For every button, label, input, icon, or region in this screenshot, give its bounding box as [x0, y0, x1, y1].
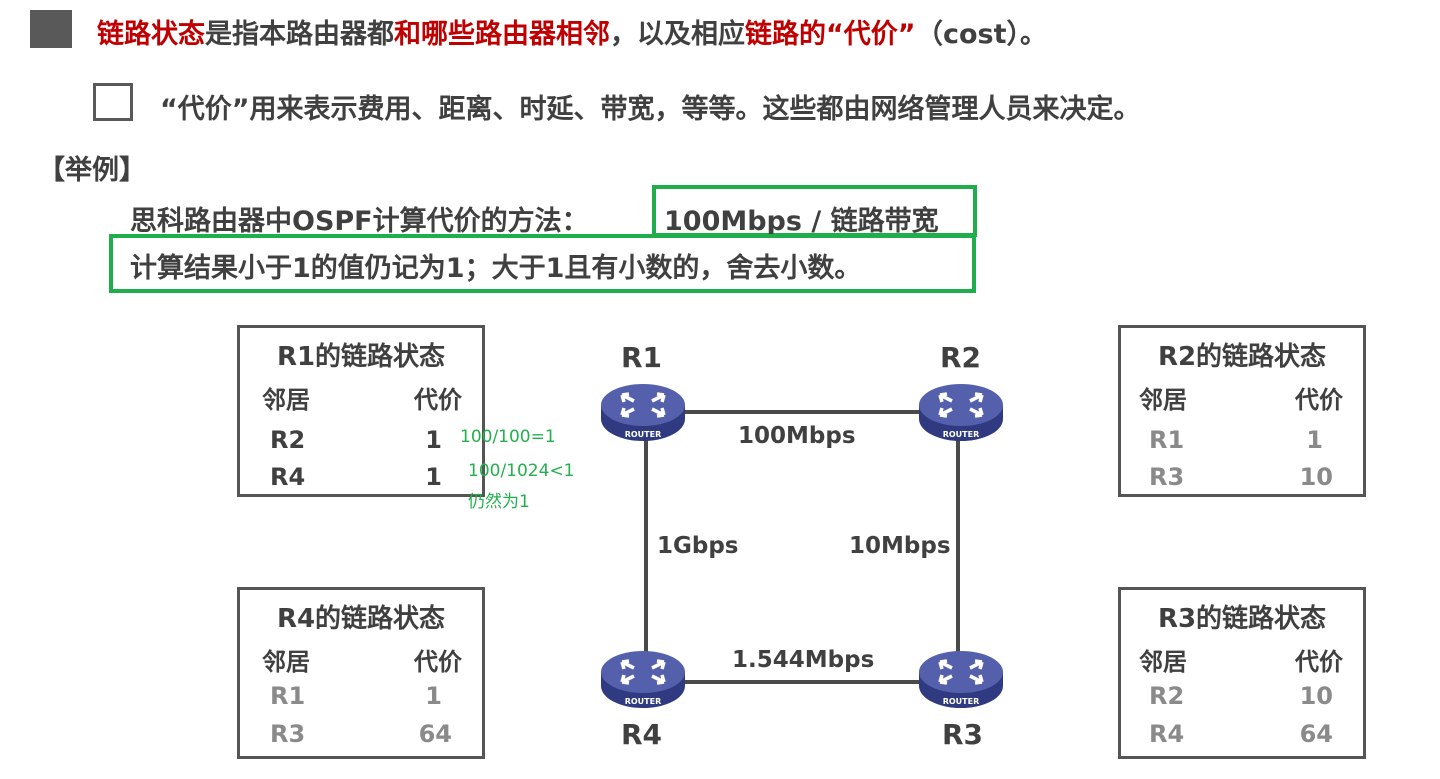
r1-link-state-table: R1的链路状态 邻居 代价 R2 1 R4 1: [237, 325, 485, 497]
rule-highlight-box: [109, 234, 976, 293]
neighbor: R4: [270, 463, 306, 491]
note-r2-cost: 100/100=1: [460, 427, 556, 447]
cost: 64: [1299, 720, 1333, 748]
text-red: 链路的“代价”: [745, 19, 916, 50]
router-icon-r4: ROUTER: [600, 650, 686, 712]
link-r1-r2: [660, 410, 950, 414]
note-r4-cost: 100/1024<1: [468, 461, 575, 481]
hollow-square-bullet-icon: [93, 83, 133, 121]
neighbor: R1: [270, 682, 306, 710]
line-link-state-definition: 链路状态是指本路由器都和哪些路由器相邻，以及相应链路的“代价” （cost）。: [97, 12, 1047, 51]
link-label-r4-r3: 1.544Mbps: [732, 647, 875, 673]
filled-square-bullet-icon: [30, 10, 72, 48]
svg-text:ROUTER: ROUTER: [943, 697, 980, 706]
router-icon-r1: ROUTER: [600, 383, 686, 445]
router-label-r3: R3: [942, 718, 984, 751]
line-cost-description: “代价”用来表示费用、距离、时延、带宽，等等。这些都由网络管理人员来决定。: [160, 94, 1141, 125]
example-label: 【举例】: [38, 155, 146, 186]
r2-link-state-table: R2的链路状态 邻居 代价 R1 1 R3 10: [1118, 325, 1366, 497]
link-r4-r3: [660, 680, 950, 684]
col-cost: 代价: [414, 386, 462, 414]
col-neighbor: 邻居: [1139, 648, 1187, 676]
cost: 1: [425, 463, 442, 491]
text: 是指本路由器都: [205, 19, 394, 50]
table-title: R3的链路状态: [1157, 604, 1327, 634]
neighbor: R1: [1149, 426, 1185, 454]
text-red: 和哪些路由器相邻: [394, 19, 610, 50]
neighbor: R3: [270, 720, 306, 748]
router-label-r1: R1: [621, 341, 663, 374]
router-label-r2: R2: [940, 341, 982, 374]
cost: 1: [425, 426, 442, 454]
cost: 1: [425, 682, 442, 710]
cost: 64: [418, 720, 452, 748]
neighbor: R2: [1149, 682, 1185, 710]
cost: 10: [1299, 463, 1333, 491]
col-cost: 代价: [1295, 386, 1343, 414]
table-title: R4的链路状态: [276, 604, 446, 634]
r3-link-state-table: R3的链路状态 邻居 代价 R2 10 R4 64: [1118, 587, 1366, 759]
svg-text:ROUTER: ROUTER: [625, 697, 662, 706]
svg-text:ROUTER: ROUTER: [943, 430, 980, 439]
link-label-r1-r4: 1Gbps: [657, 533, 739, 559]
col-cost: 代价: [1295, 648, 1343, 676]
router-icon-r3: ROUTER: [918, 650, 1004, 712]
text: ，以及相应: [610, 19, 745, 50]
col-neighbor: 邻居: [1139, 386, 1187, 414]
link-label-r2-r3: 10Mbps: [849, 533, 951, 559]
note-r4-cost-result: 仍然为1: [468, 492, 530, 512]
cost: 1: [1306, 426, 1323, 454]
table-title: R2的链路状态: [1157, 342, 1327, 372]
col-neighbor: 邻居: [262, 648, 310, 676]
method-prefix: 思科路由器中OSPF计算代价的方法：: [130, 206, 589, 237]
r4-link-state-table: R4的链路状态 邻居 代价 R1 1 R3 64: [237, 587, 485, 759]
method-rule: 计算结果小于1的值仍记为1；大于1且有小数的，舍去小数。: [130, 253, 862, 284]
link-r1-r4: [644, 420, 648, 670]
col-cost: 代价: [414, 648, 462, 676]
col-neighbor: 邻居: [262, 386, 310, 414]
link-label-r1-r2: 100Mbps: [738, 423, 856, 449]
table-title: R1的链路状态: [276, 342, 446, 372]
router-icon-r2: ROUTER: [918, 383, 1004, 445]
neighbor: R2: [270, 426, 306, 454]
neighbor: R3: [1149, 463, 1185, 491]
text-red: 链路状态: [97, 19, 205, 50]
method-formula: 100Mbps / 链路带宽: [664, 206, 939, 237]
svg-text:ROUTER: ROUTER: [625, 430, 662, 439]
neighbor: R4: [1149, 720, 1185, 748]
link-r2-r3: [956, 420, 960, 670]
text: （cost）。: [929, 19, 1048, 50]
cost: 10: [1299, 682, 1333, 710]
router-label-r4: R4: [621, 718, 663, 751]
